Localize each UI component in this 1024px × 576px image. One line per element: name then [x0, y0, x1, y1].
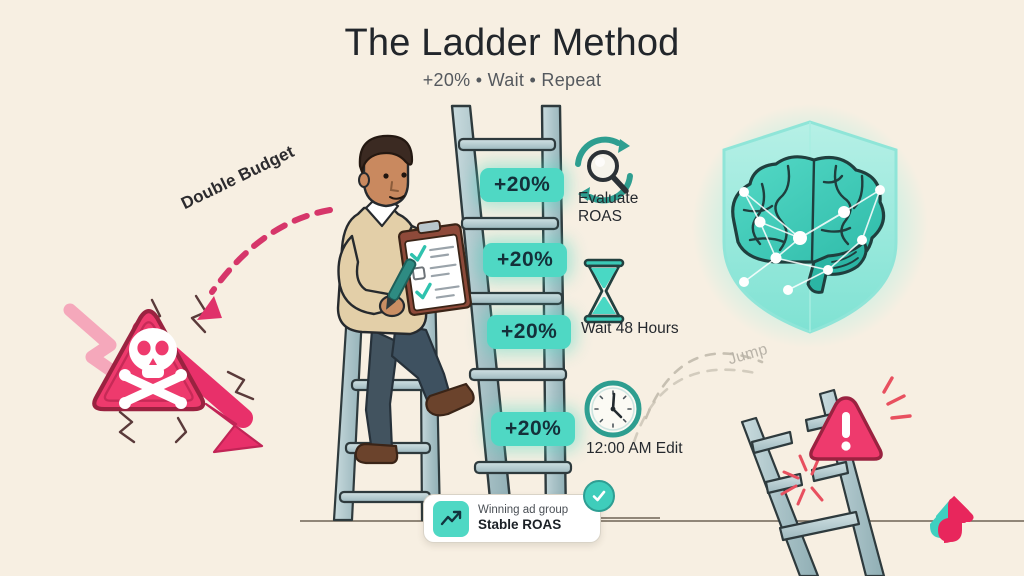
result-card: Winning ad group Stable ROAS	[423, 494, 601, 543]
broken-ladder-illustration	[740, 376, 912, 576]
brain-shield-icon	[692, 104, 928, 348]
ladder-badge-2: +20%	[483, 243, 568, 277]
step-label-evaluate-roas: Evaluate ROAS	[578, 190, 639, 225]
check-circle-icon	[583, 480, 615, 512]
double-budget-arrow	[197, 207, 333, 320]
step-label-12am-edit: 12:00 AM Edit	[586, 440, 683, 457]
evaluate-roas-icon	[575, 136, 633, 204]
result-card-text: Winning ad group Stable ROAS	[478, 503, 568, 534]
tiktok-logo-icon	[930, 495, 974, 543]
jump-arc	[632, 352, 764, 444]
hourglass-icon	[583, 258, 625, 324]
skull-crossbones-warning-icon	[63, 294, 264, 454]
result-card-value: Stable ROAS	[478, 517, 562, 533]
clock-icon	[584, 380, 642, 438]
page-subtitle: +20% • Wait • Repeat	[422, 70, 602, 90]
ladder-badge-4: +20%	[491, 412, 576, 446]
trending-up-icon	[433, 500, 469, 537]
ladder-badge-3: +20%	[487, 315, 572, 349]
result-card-title: Winning ad group	[478, 503, 569, 516]
ladder-badge-1: +20%	[480, 168, 565, 202]
climbing-person-illustration	[336, 134, 475, 465]
exclamation-warning-icon	[809, 396, 883, 461]
page-title: The Ladder Method	[344, 22, 680, 64]
step-label-wait-48-hours: Wait 48 Hours	[581, 320, 679, 337]
